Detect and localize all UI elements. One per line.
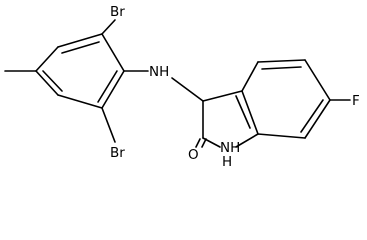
bond	[42, 70, 63, 92]
bond	[35, 46, 59, 72]
bond	[201, 138, 207, 148]
bond	[101, 70, 125, 109]
amine-nh-label: NH	[149, 64, 169, 80]
bond	[57, 33, 103, 48]
bond	[241, 61, 259, 92]
bond	[202, 90, 243, 102]
bond	[101, 33, 125, 72]
ring-nh-label: NH	[220, 140, 240, 156]
bond	[300, 99, 324, 133]
bond	[171, 77, 204, 102]
bond	[304, 59, 331, 101]
fluorine-label: F	[352, 93, 360, 109]
oxygen-label: O	[188, 147, 199, 163]
bond	[35, 70, 59, 96]
bond	[304, 99, 331, 139]
atom-labels: Br Br NH F NH H O	[110, 4, 360, 170]
bond	[257, 59, 306, 63]
bromine-label-top: Br	[110, 4, 125, 20]
bond	[195, 138, 201, 148]
bond	[61, 41, 100, 54]
bromine-label-bottom: Br	[110, 145, 125, 161]
bond	[235, 133, 259, 148]
molecule-drawing: Br Br NH F NH H O	[4, 4, 360, 170]
bond	[101, 107, 116, 143]
bond	[101, 19, 116, 35]
bond	[235, 95, 251, 129]
bond	[257, 133, 306, 139]
bond-lines	[4, 19, 351, 148]
bond	[57, 94, 103, 109]
structure-diagram: Br Br NH F NH H O	[4, 4, 360, 170]
bond	[97, 70, 118, 103]
bond	[241, 90, 259, 135]
bond	[261, 66, 302, 70]
ring-h-label: H	[222, 154, 232, 170]
